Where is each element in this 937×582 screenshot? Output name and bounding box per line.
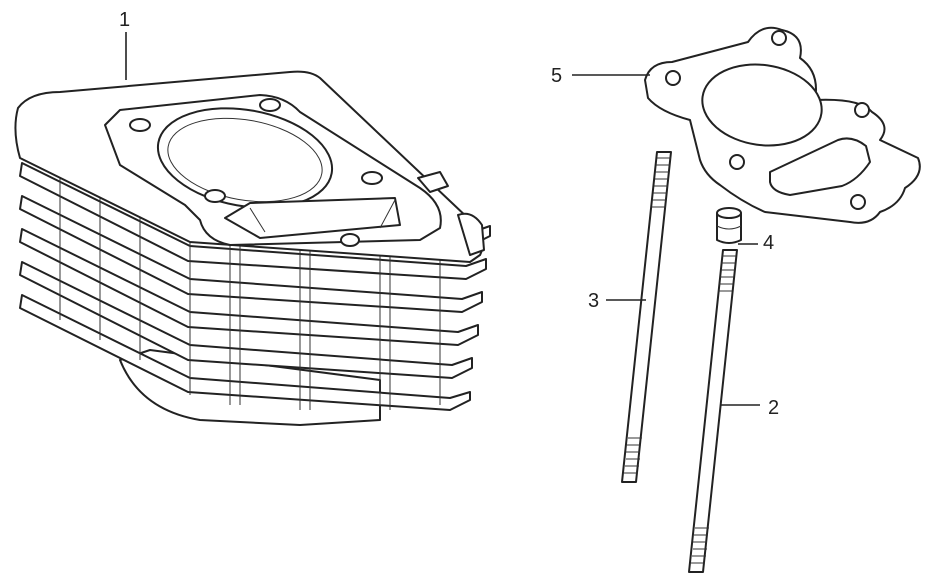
callout-label-3: 3 bbox=[588, 290, 599, 312]
callout-2: 2 bbox=[720, 397, 779, 419]
short-stud-bolt bbox=[688, 249, 738, 573]
long-stud-bolt bbox=[621, 151, 672, 483]
gasket-stud-holes bbox=[665, 30, 870, 210]
callout-label-4: 4 bbox=[763, 232, 774, 254]
head-gasket bbox=[644, 26, 921, 224]
gasket-chain-port bbox=[769, 137, 871, 196]
callout-3: 3 bbox=[588, 290, 646, 312]
dowel-pin bbox=[716, 207, 742, 244]
callout-1: 1 bbox=[119, 9, 130, 80]
cylinder-bore bbox=[156, 107, 334, 209]
gasket-bore-ring bbox=[701, 63, 823, 147]
callout-5: 5 bbox=[551, 65, 650, 87]
callout-label-5: 5 bbox=[551, 65, 562, 87]
cylinder-stud-holes bbox=[129, 98, 383, 247]
callout-label-2: 2 bbox=[768, 397, 779, 419]
cylinder-block bbox=[14, 70, 491, 426]
callout-label-1: 1 bbox=[119, 9, 130, 31]
callout-4: 4 bbox=[738, 232, 774, 254]
fin-posts bbox=[59, 150, 441, 410]
